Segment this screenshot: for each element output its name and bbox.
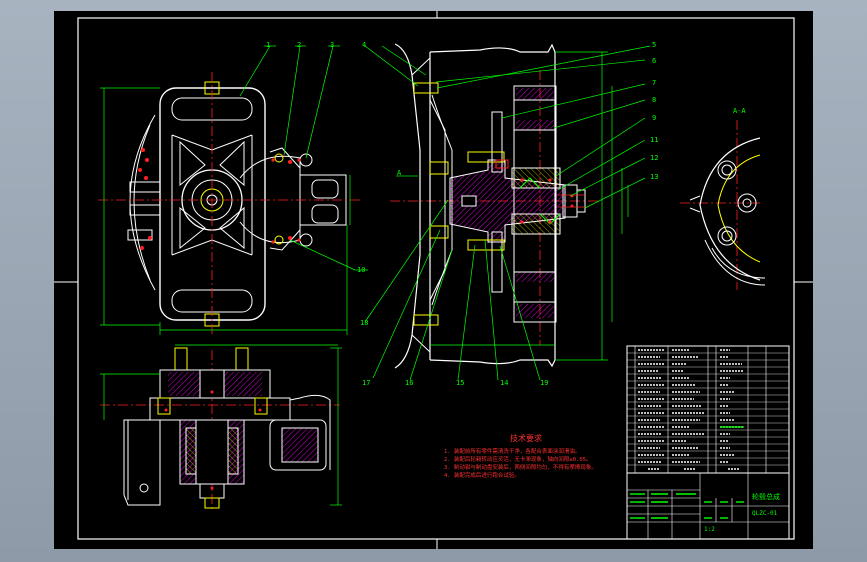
front-view-dimensions xyxy=(100,45,368,335)
title-block[interactable] xyxy=(626,472,790,540)
tech-req-title: 技术要求 xyxy=(510,434,542,443)
leader-label[interactable]: 11 xyxy=(650,136,659,144)
leader-label[interactable]: 19 xyxy=(540,379,549,387)
leader-label[interactable]: 8 xyxy=(652,96,657,104)
section-mark-aa: A-A xyxy=(733,107,746,115)
leader-label[interactable]: 4 xyxy=(362,41,367,49)
leader-label[interactable]: 16 xyxy=(405,379,414,387)
centerlines xyxy=(98,70,760,510)
leader-label[interactable]: 18 xyxy=(360,319,369,327)
leader-label[interactable]: 1 xyxy=(266,41,271,49)
drawing-frame xyxy=(54,11,813,549)
tech-req-line: 4. 装配完成后进行跑合试验。 xyxy=(444,473,520,479)
leader-label[interactable]: 12 xyxy=(650,154,659,162)
section-view[interactable] xyxy=(394,43,586,369)
leader-label[interactable]: 7 xyxy=(652,79,657,87)
leader-label[interactable]: 13 xyxy=(650,173,659,181)
parts-list-table[interactable] xyxy=(626,345,790,540)
section-mark-a: A xyxy=(397,169,402,177)
partial-view-aa[interactable] xyxy=(689,137,766,286)
drawing-scale: 1:2 xyxy=(704,526,715,533)
lower-view-dimensions xyxy=(100,344,342,506)
lower-view[interactable] xyxy=(123,347,331,509)
section-view-leaders xyxy=(364,45,651,381)
leader-label[interactable]: 9 xyxy=(652,114,657,122)
leader-label[interactable]: 3 xyxy=(330,41,335,49)
leader-label[interactable]: 2 xyxy=(297,41,302,49)
tech-req-line: 2. 装配后轮毂转动应灵活，无卡滞现象，轴向间隙≤0.05。 xyxy=(444,457,592,463)
leader-label[interactable]: 15 xyxy=(456,379,465,387)
front-view[interactable] xyxy=(127,81,347,327)
leader-label[interactable]: 17 xyxy=(362,379,371,387)
leader-label[interactable]: 14 xyxy=(500,379,509,387)
drawing-name: 轮毂总成 xyxy=(752,493,780,501)
drawing-code: QLZC-01 xyxy=(752,510,778,517)
leader-label[interactable]: 10 xyxy=(357,266,366,274)
leader-label[interactable]: 6 xyxy=(652,57,657,65)
tech-req-line: 3. 制动钳与制动盘安装后，两侧间隙均匀，不得有摩擦现象。 xyxy=(444,465,597,471)
parts-list-cell-text xyxy=(638,349,744,470)
tech-req-line: 1. 装配前所有零件需清洗干净，各配合表面涂润滑油。 xyxy=(444,449,581,455)
leader-label[interactable]: 5 xyxy=(652,41,657,49)
